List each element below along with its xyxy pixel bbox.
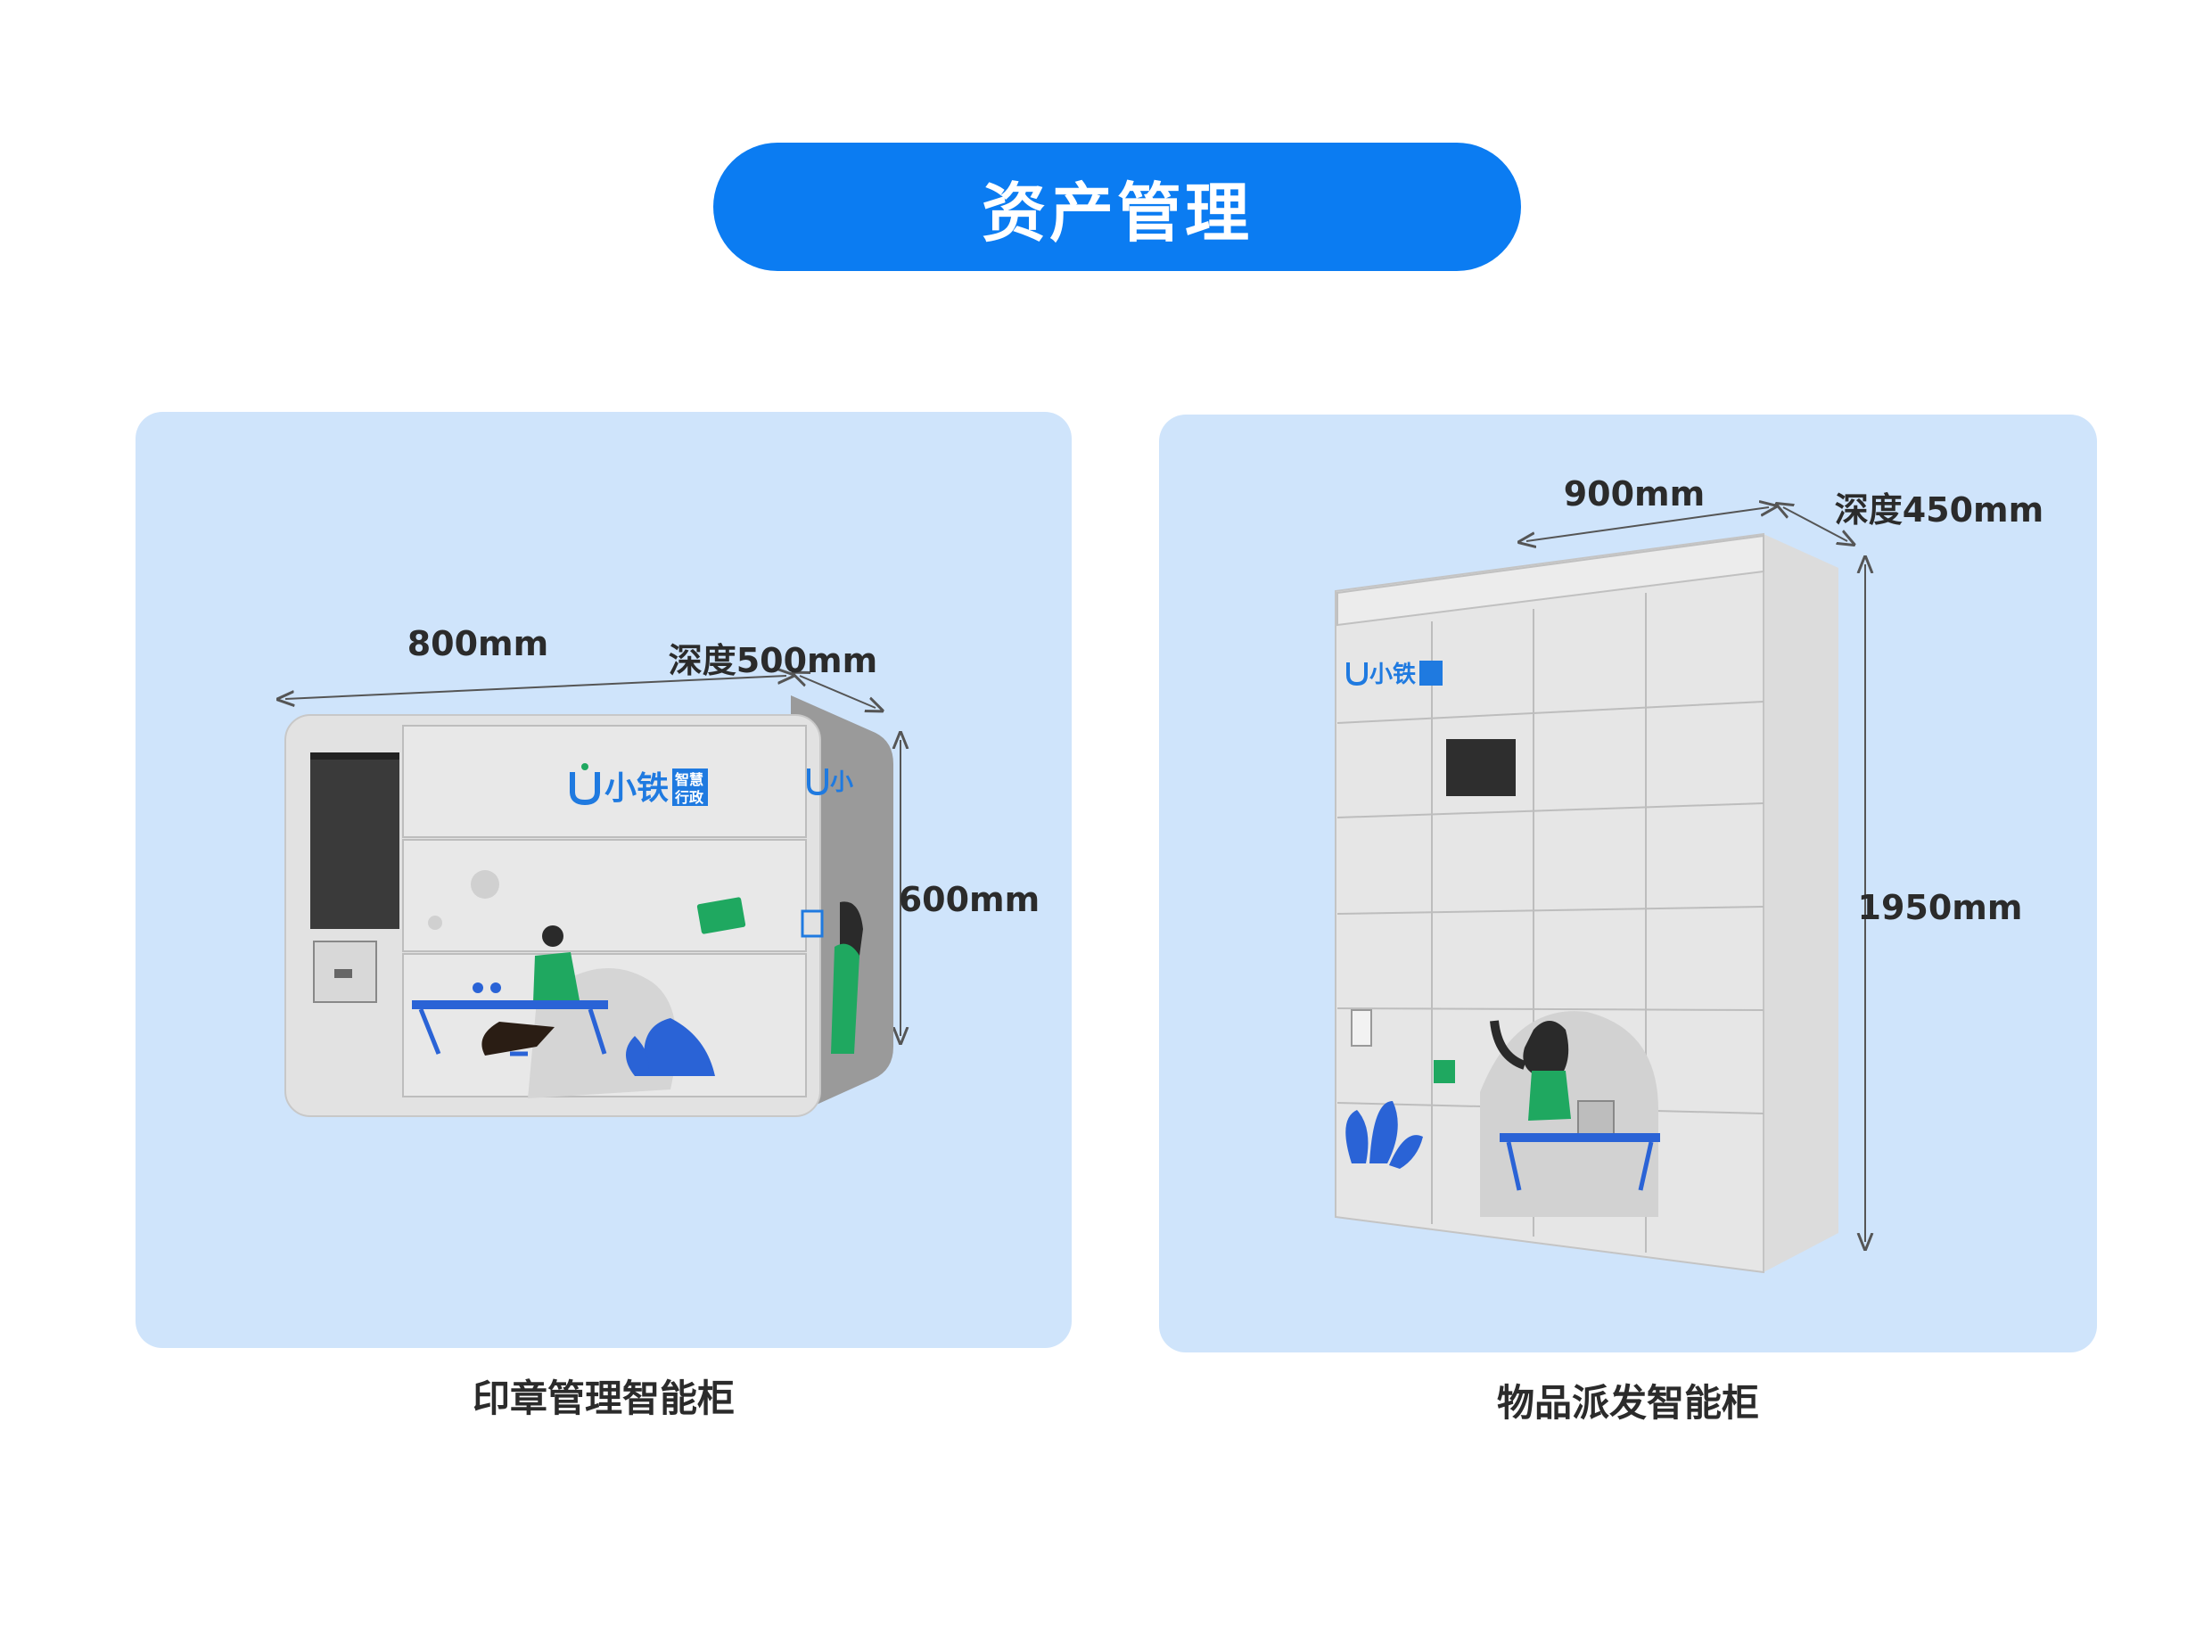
depth-dimension-line [800,676,876,708]
dispense-cabinet-illustration: 小铁 900mm 深度450mm 1950mm [1335,474,2044,1274]
svg-text:智慧: 智慧 [675,771,703,788]
dispense-cabinet-name: 物品派发智能柜 [1496,1381,1759,1425]
depth-dimension-line [1783,507,1847,541]
svg-text:小: 小 [830,769,853,796]
svg-text:小铁: 小铁 [604,770,669,807]
width-dimension-line [1526,507,1769,541]
height-label: 1950mm [1858,888,2023,927]
brand-logo: 小铁 智慧 行政 [570,763,708,807]
svg-text:行政: 行政 [674,789,704,806]
width-label: 900mm [1564,474,1706,514]
seal-cabinet-card: 小铁 智慧 行政 小 800mm 深度500mm [136,412,1072,1348]
depth-label: 深度450mm [1835,490,2044,530]
section-title: 资产管理 [981,175,1253,251]
cabinet-screen [1446,739,1516,796]
seal-cabinet-illustration: 小铁 智慧 行政 小 800mm 深度500mm [136,624,1040,1117]
brand-logo: 小铁 [1346,661,1443,688]
seal-cabinet-name: 印章管理智能柜 [472,1377,735,1420]
cabinet-screen [310,760,399,929]
drawer-2 [402,839,807,952]
dispense-cabinet-card: 小铁 900mm 深度450mm 1950mm [1159,415,2097,1352]
width-label: 800mm [407,624,549,663]
drawer-1 [402,725,807,838]
width-dimension-line [285,676,786,699]
svg-text:小铁: 小铁 [1369,661,1416,688]
height-label: 600mm [899,880,1040,919]
cabinet-side-face [1764,534,1838,1272]
section-title-pill: 资产管理 [713,143,1521,271]
depth-label: 深度500mm [669,641,878,680]
